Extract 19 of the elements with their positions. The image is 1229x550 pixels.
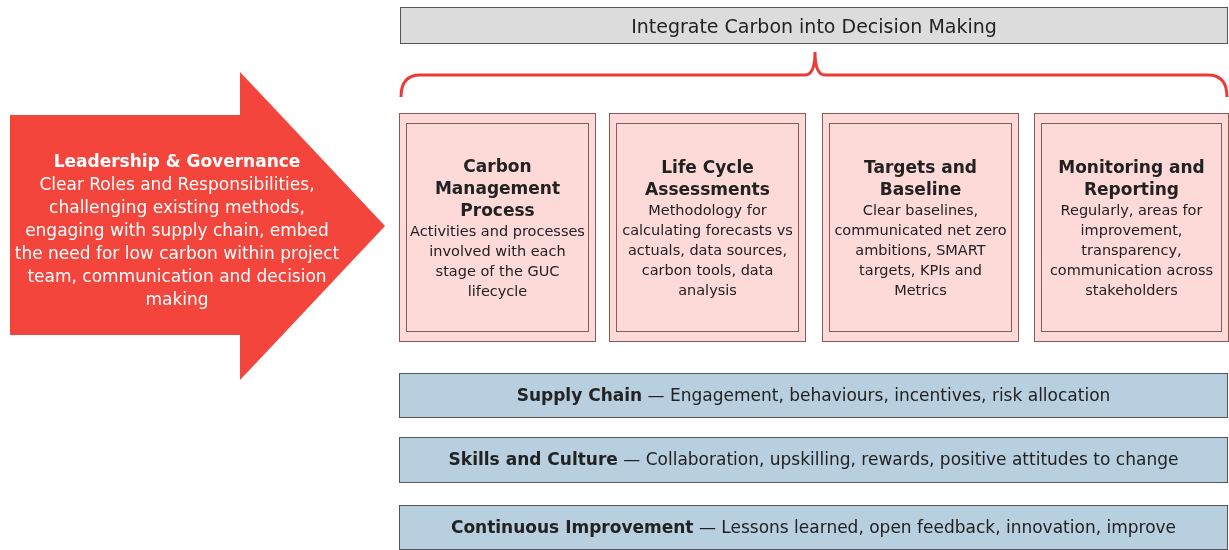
header-box: Integrate Carbon into Decision Making (400, 7, 1228, 44)
card-heading: Monitoring and Reporting (1057, 155, 1206, 200)
card-box (399, 113, 596, 342)
card-box (822, 113, 1019, 342)
category-band: Skills and Culture — Collaboration, upskilling, rewards, positive attitudes to change (399, 437, 1228, 483)
card-description: Regularly, areas for improvement, transparency, communication across stakeholders (1048, 200, 1215, 300)
card-heading: Targets and Baseline (863, 155, 978, 200)
category-band: Supply Chain — Engagement, behaviours, incentives, risk allocation (399, 373, 1228, 418)
card-description: Methodology for calculating forecasts vs actuals, data sources, carbon tools, data analysis (621, 200, 794, 300)
card-description: Clear baselines, communicated net zero ambitions, SMART targets, KPIs and Metrics (833, 200, 1008, 300)
category-band: Continuous Improvement — Lessons learned, open feedback, innovation, improve (399, 505, 1228, 550)
card-description: Activities and processes involved with each stage of the GUC lifecycle (410, 221, 585, 301)
card-heading: Carbon Management Process (433, 154, 562, 221)
block-arrow-shape (10, 72, 385, 380)
heading: Leadership & Governance (52, 149, 302, 173)
card-box (609, 113, 806, 342)
card-heading: Life Cycle Assessments (644, 155, 771, 200)
card-box (1034, 113, 1229, 342)
description: Clear Roles and Responsibilities, challenging existing methods, engaging with supply chain, embed the need for low carbon within project team, communication and decision making (13, 172, 341, 311)
